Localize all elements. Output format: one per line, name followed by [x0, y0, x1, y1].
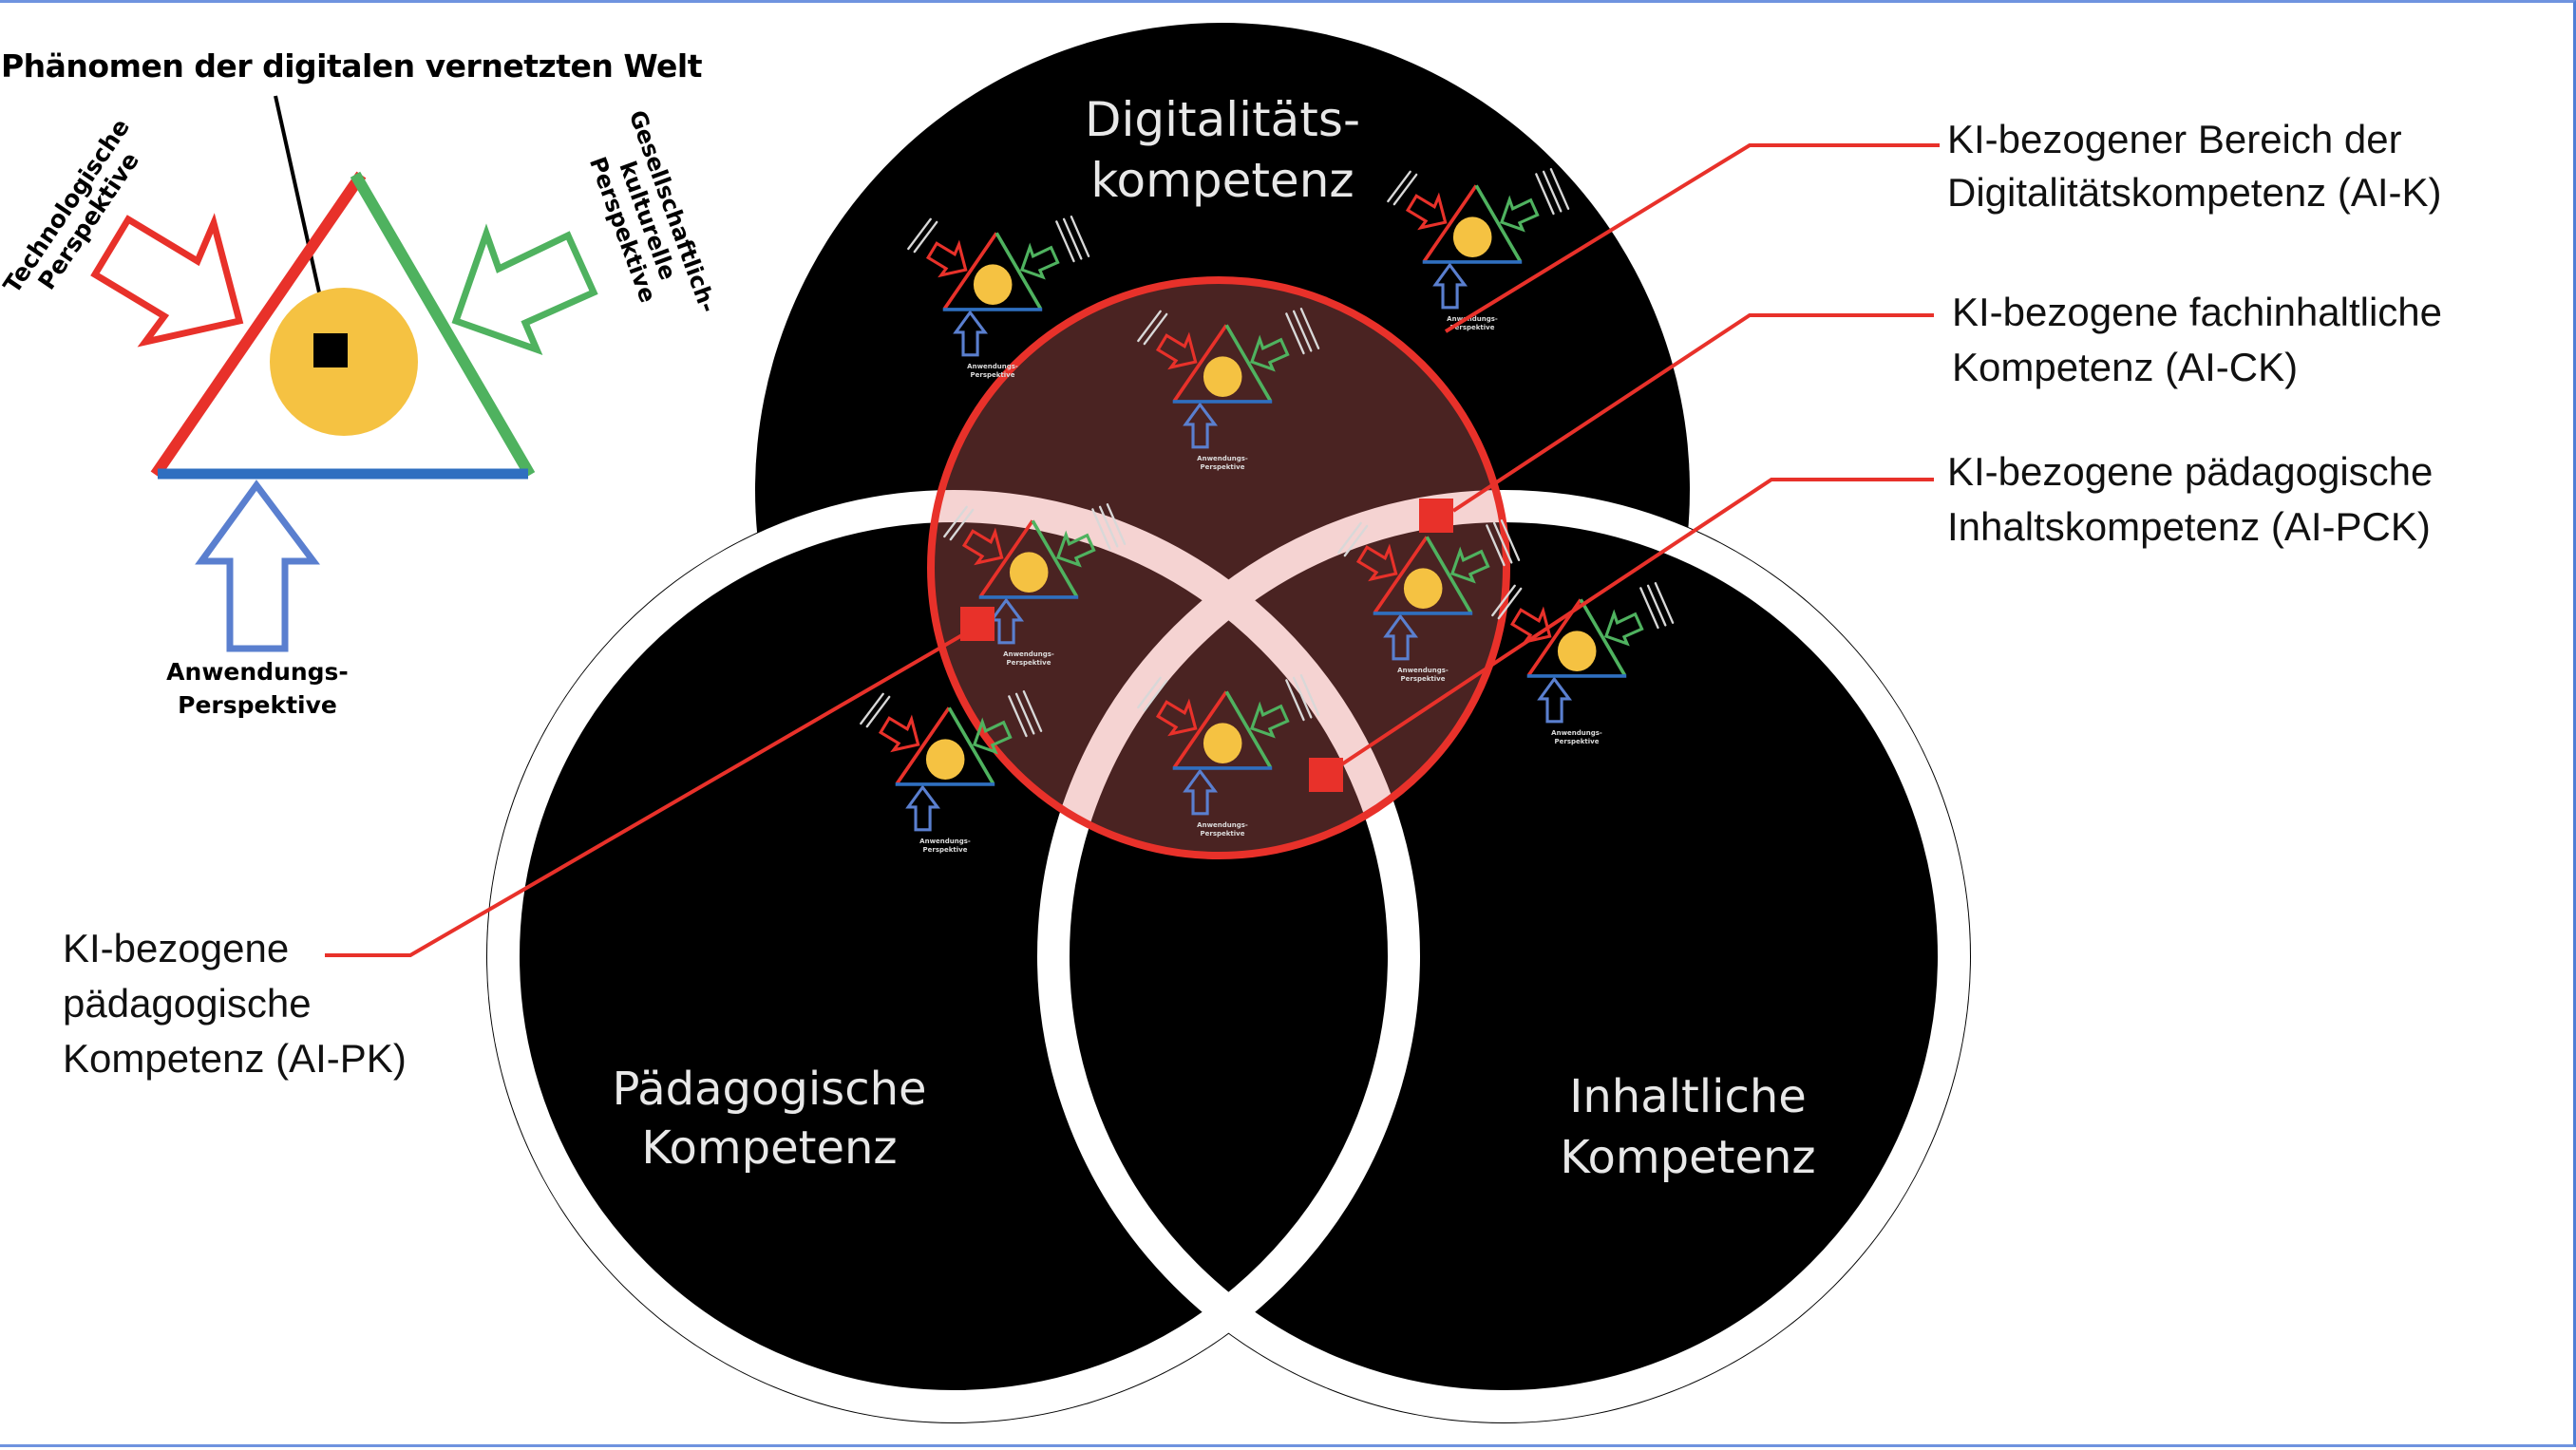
callout-ai-k-line-1: KI-bezogener Bereich der [1947, 117, 2402, 161]
diagram-canvas: Phänomen der digitalen vernetzten Welt T… [0, 23, 2442, 1423]
phenomenon-label: Phänomen der digitalen vernetzten Welt [1, 47, 703, 85]
leader-line-ai-pk [325, 624, 980, 957]
callout-ai-k-line-2: Digitalitätskompetenz (AI-K) [1947, 170, 2442, 215]
pedagogical-competence-title-line-2: Kompetenz [641, 1121, 897, 1175]
ai-pck-marker [1309, 758, 1343, 792]
application-label-line-2: Perspektive [178, 691, 337, 719]
callout-ai-k: KI-bezogener Bereich der Digitalitätskom… [1947, 117, 2442, 215]
mini-model-label: Anwendungs- [1397, 667, 1449, 674]
mini-model-label: Perspektive [1450, 324, 1495, 331]
application-arrow-icon [195, 480, 320, 652]
mini-models: Anwendungs-PerspektiveAnwendungs-Perspek… [861, 169, 1673, 854]
mini-perspective-model-icon: Anwendungs-Perspektive [1492, 583, 1673, 745]
callout-ai-pk-line-3: Kompetenz (AI-PK) [63, 1036, 407, 1081]
callout-ai-pck: KI-bezogene pädagogische Inhaltskompeten… [1947, 449, 2433, 549]
mini-perspective-model-icon: Anwendungs-Perspektive [1338, 520, 1519, 683]
leader-line-ai-k [1444, 143, 1940, 333]
digital-competence-title-line-2: kompetenz [1090, 153, 1354, 208]
triangle-socio-cultural-side [350, 171, 536, 479]
mini-perspective-model-icon: Anwendungs-Perspektive [861, 691, 1041, 854]
mini-model-label: Perspektive [1401, 675, 1446, 683]
content-competence-title-line-1: Inhaltliche [1569, 1070, 1807, 1123]
perspective-model: Phänomen der digitalen vernetzten Welt T… [0, 47, 722, 719]
ai-pk-marker [960, 607, 994, 641]
mini-model-label: Anwendungs- [1197, 821, 1248, 829]
callout-ai-pk-line-1: KI-bezogene [63, 926, 289, 970]
mini-perspective-model-icon: Anwendungs-Perspektive [944, 504, 1125, 667]
digital-competence-title-line-1: Digitalitäts- [1085, 92, 1360, 147]
mini-model-label: Anwendungs- [1197, 455, 1248, 462]
socio-cultural-label: Gesellschaftlich- kulturelle Perspektive [584, 106, 722, 315]
ai-ck-marker [1419, 499, 1453, 533]
mini-perspective-model-icon: Anwendungs-Perspektive [1388, 169, 1568, 331]
venn-diagram: Digitalitäts- kompetenz Pädagogische Kom… [325, 23, 1971, 1423]
callout-ai-pk-line-2: pädagogische [63, 981, 312, 1026]
triangle-technological-side [150, 171, 367, 479]
mini-perspective-model-icon: Anwendungs-Perspektive [1138, 675, 1318, 838]
mini-model-label: Anwendungs- [919, 838, 971, 845]
application-label-line-1: Anwendungs- [166, 658, 349, 686]
callout-ai-pck-line-1: KI-bezogene pädagogische [1947, 449, 2433, 494]
mini-perspective-model-icon: Anwendungs-Perspektive [1138, 309, 1318, 471]
callout-ai-ck-line-1: KI-bezogene fachinhaltliche [1952, 290, 2442, 334]
mini-model-label: Anwendungs- [967, 363, 1018, 370]
callout-ai-ck-line-2: Kompetenz (AI-CK) [1952, 345, 2298, 389]
mini-model-label: Perspektive [1201, 463, 1245, 471]
mini-model-label: Anwendungs- [1003, 650, 1054, 658]
mini-model-label: Anwendungs- [1447, 315, 1498, 323]
technological-label: Technologische Perspektive [0, 114, 144, 298]
mini-model-label: Perspektive [1007, 659, 1051, 667]
technological-arrow-icon [90, 213, 244, 348]
leader-line-ai-ck [1451, 313, 1934, 513]
phenomenon-marker-icon [313, 333, 348, 367]
socio-cultural-arrow-icon [451, 223, 598, 355]
leader-line-ai-pck [1335, 478, 1934, 769]
mini-perspective-model-icon: Anwendungs-Perspektive [908, 217, 1089, 379]
pedagogical-competence-title-line-1: Pädagogische [612, 1063, 926, 1116]
callout-ai-ck: KI-bezogene fachinhaltliche Kompetenz (A… [1952, 290, 2442, 389]
mini-model-label: Perspektive [923, 846, 968, 854]
mini-model-label: Anwendungs- [1551, 729, 1602, 737]
mini-model-label: Perspektive [971, 371, 1015, 379]
callout-ai-pk: KI-bezogene pädagogische Kompetenz (AI-P… [63, 926, 407, 1081]
mini-model-label: Perspektive [1555, 738, 1600, 745]
ai-region [931, 280, 1506, 856]
ai-region-border [927, 276, 1510, 859]
content-competence-title-line-2: Kompetenz [1560, 1131, 1815, 1184]
callout-ai-pck-line-2: Inhaltskompetenz (AI-PCK) [1947, 504, 2431, 549]
mini-model-label: Perspektive [1201, 830, 1245, 838]
